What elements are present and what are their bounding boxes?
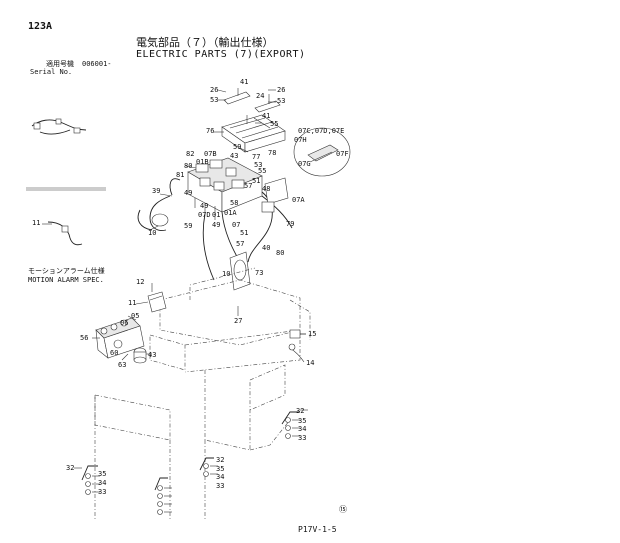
part-label: 11 (128, 299, 137, 307)
part-label: 57 (236, 240, 245, 248)
part-label: 76 (206, 127, 215, 135)
fuse-relay-assembly (187, 157, 263, 220)
buzzer (133, 347, 147, 364)
part-label: 07B (204, 150, 217, 158)
part-label: 56 (80, 334, 89, 342)
part-label: 15 (308, 330, 317, 338)
part-label: 07G (298, 160, 311, 168)
part-label: 55 (270, 120, 279, 128)
lamp-bracket-right (281, 411, 300, 439)
part-label: 73 (255, 269, 264, 277)
motion-alarm-unit (229, 251, 251, 291)
part-label: 24 (256, 92, 265, 100)
part-label: 34 (98, 479, 107, 487)
part-label: 07F (336, 150, 349, 158)
part-label: 01B (196, 158, 209, 166)
part-label: 33 (298, 434, 307, 442)
part-label: 39 (152, 187, 161, 195)
serial-value: 006001- (82, 60, 112, 68)
part-label: 14 (306, 359, 315, 367)
part-label: 51 (240, 229, 249, 237)
part-label: 11 (32, 219, 41, 227)
part-label: 33 (216, 482, 225, 490)
mount-plate-top (223, 88, 281, 129)
part-label: 34 (298, 425, 307, 433)
part-label: 01A (224, 209, 237, 217)
title-japanese: 電気部品（７）（輸出仕様） (136, 36, 274, 49)
harness-left (137, 209, 169, 231)
revision-mark: ⑮ (339, 505, 347, 514)
part-label: 79 (286, 220, 295, 228)
title-english: ELECTRIC PARTS (7)(EXPORT) (136, 49, 306, 60)
part-label: 78 (268, 149, 277, 157)
part-label: 59 (184, 222, 193, 230)
sensor-14 (288, 343, 305, 363)
part-label: 80 (184, 162, 193, 170)
part-label: 07H (294, 136, 307, 144)
part-label: 06 (120, 319, 129, 327)
part-label: 60 (110, 349, 119, 357)
part-label: 27 (234, 317, 243, 325)
page-code: 123A (28, 21, 53, 32)
part-label: 53 (277, 97, 286, 105)
part-label: 59 (233, 143, 242, 151)
part-label: 51 (252, 177, 261, 185)
part-label: 58 (230, 199, 239, 207)
part-label: 01 (212, 211, 221, 219)
relay-07A (261, 177, 289, 213)
lamp-bracket-center (199, 457, 214, 477)
part-label: 12 (136, 278, 145, 286)
part-label: 10 (222, 270, 231, 278)
serial-label-japanese: 適用号機 (46, 60, 74, 68)
part-label: 07D (198, 211, 211, 219)
part-label: 53 (210, 96, 219, 104)
part-label: 81 (176, 171, 185, 179)
part-label: 33 (98, 488, 107, 496)
part-label: 55 (258, 167, 267, 175)
part-label: 48 (262, 185, 271, 193)
part-label: 43 (230, 152, 239, 160)
part-label: 63 (118, 361, 127, 369)
part-label: 35 (216, 465, 225, 473)
detail-callout-label: 07C,07D,07E (298, 127, 345, 135)
part-label: 32 (296, 407, 305, 415)
part-label: 40 (262, 244, 271, 252)
part-label: 07 (232, 221, 241, 229)
part-label: 26 (210, 86, 219, 94)
lamp-bracket-bottom (154, 477, 168, 515)
controller-box (147, 291, 167, 313)
part-label: 82 (186, 150, 195, 158)
part-label: 41 (240, 78, 249, 86)
part-label: 77 (252, 153, 261, 161)
part-label: 05 (131, 312, 140, 320)
part-label: 41 (262, 112, 271, 120)
switch-panel (95, 317, 145, 359)
part-label: 32 (66, 464, 75, 472)
lamp-bracket-left (81, 465, 98, 495)
part-label: 49 (200, 202, 209, 210)
part-label: 43 (148, 351, 157, 359)
part-label: 07A (292, 196, 305, 204)
part-label: 49 (212, 221, 221, 229)
page-reference: P17V-1-5 (298, 525, 337, 534)
part-label: 57 (244, 182, 253, 190)
relay-box-bracket (221, 114, 286, 153)
part-label: 35 (98, 470, 107, 478)
detail-circle (293, 127, 351, 177)
motion-alarm-label-english: MOTION ALARM SPEC. (28, 276, 104, 284)
leader-lines (42, 89, 308, 513)
inset-left-mid (47, 221, 83, 246)
part-label: 53 (254, 161, 263, 169)
part-label: 26 (277, 86, 286, 94)
part-label: 35 (298, 417, 307, 425)
part-label: 49 (184, 189, 193, 197)
part-label: 10 (148, 229, 157, 237)
part-label: 32 (216, 456, 225, 464)
part-label: 34 (216, 473, 225, 481)
motion-alarm-label-japanese: モーションアラーム仕様 (28, 267, 105, 275)
part-label: 80 (276, 249, 285, 257)
serial-label-english: Serial No. (30, 68, 73, 76)
inset-left-top (26, 118, 106, 191)
